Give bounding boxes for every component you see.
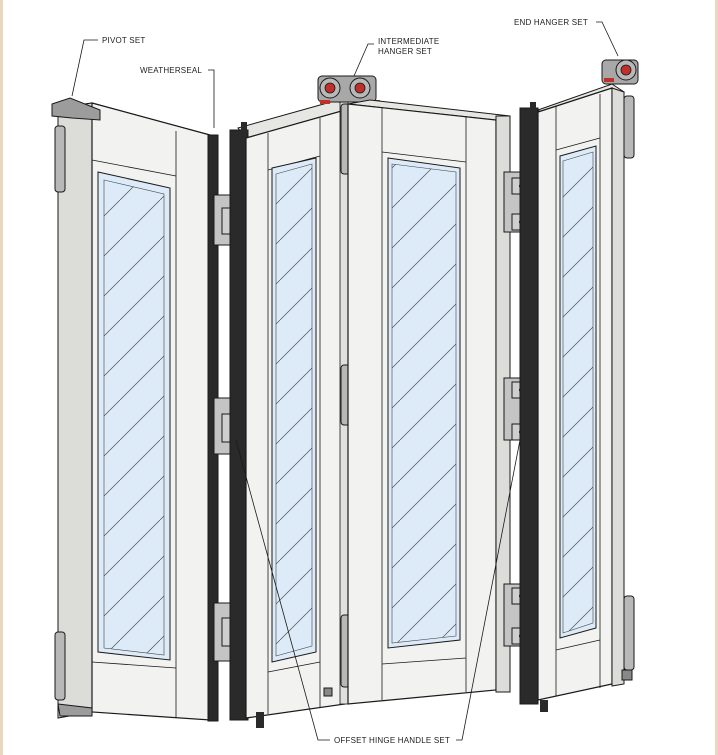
label-end-hanger-set: END HANGER SET xyxy=(514,18,588,27)
label-offset-hinge-handle-set: OFFSET HINGE HANDLE SET xyxy=(334,736,450,745)
door-panel-1 xyxy=(51,97,211,721)
label-weatherseal: WEATHERSEAL xyxy=(140,66,202,75)
door-panel-2 xyxy=(229,99,346,728)
label-pivot-set: PIVOT SET xyxy=(102,36,145,45)
label-intermediate-line2: HANGER SET xyxy=(378,47,432,56)
door-panel-4 xyxy=(519,83,635,712)
leader-lines xyxy=(71,21,619,741)
end-hanger-roller xyxy=(601,59,639,85)
door-panel-3 xyxy=(347,99,511,705)
label-intermediate-line1: INTERMEDIATE xyxy=(378,37,439,46)
